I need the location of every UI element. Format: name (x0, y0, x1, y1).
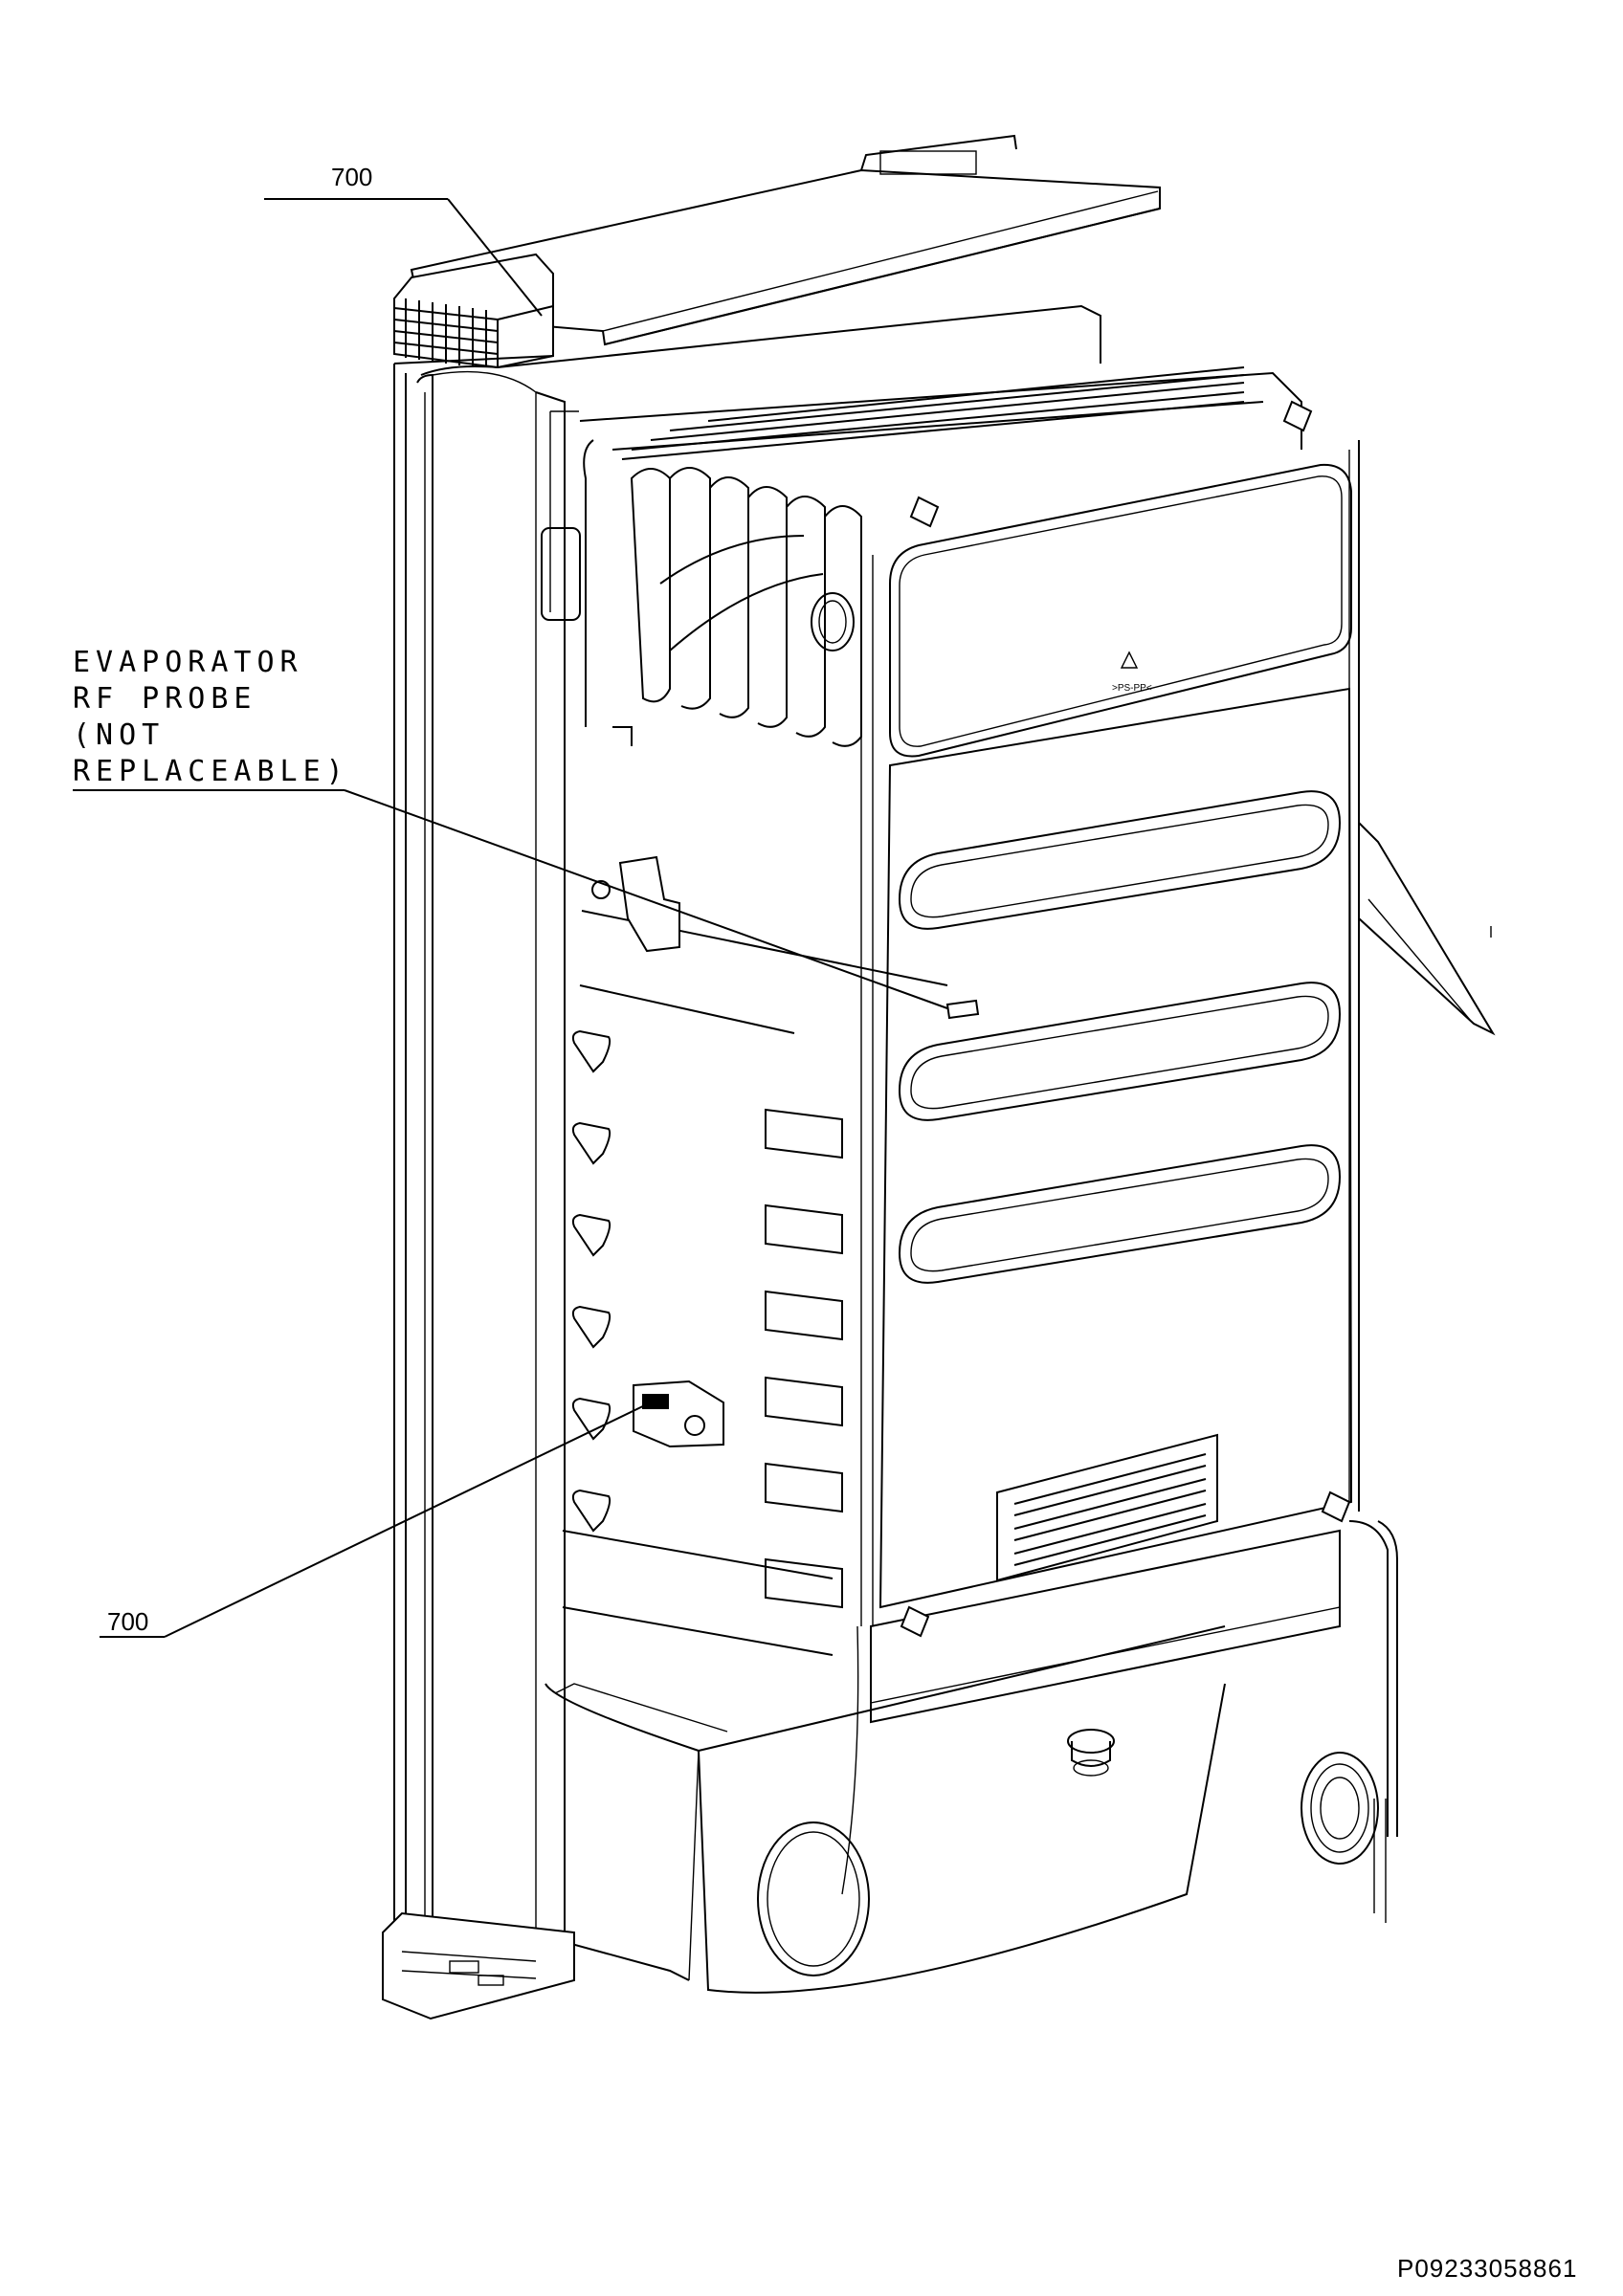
tube-clips (900, 400, 1351, 1638)
bottom-left-bracket (382, 1911, 575, 2020)
callout-700-top: 700 (331, 163, 373, 191)
cabinet-left-side (393, 355, 554, 1962)
probe-label-line-2: RF PROBE (73, 682, 257, 716)
door-shelf-brackets (765, 1108, 843, 1609)
probe-label-line-3: (NOT (73, 718, 166, 752)
probe-label: EVAPORATOR RF PROBE (NOT REPLACEABLE) (73, 645, 349, 790)
evaporator-top-plate: >PS-PP< (889, 463, 1352, 758)
rf-probe-bracket (591, 855, 980, 1020)
probe-label-line-1: EVAPORATOR (73, 646, 303, 679)
shelf-supports (571, 1029, 611, 1533)
document-number: P09233058861 (1397, 2254, 1578, 2283)
refrigerator-main-panel (878, 687, 1353, 1609)
refrigerant-tubing (841, 440, 1398, 1923)
top-left-bracket (393, 253, 554, 369)
callout-700-bottom: 700 (107, 1607, 149, 1636)
lower-bracket-700 (633, 1380, 724, 1448)
door-edge-panel (1358, 820, 1496, 1036)
base-compartment (545, 1625, 1226, 1994)
probe-label-line-4: REPLACEABLE) (73, 755, 349, 788)
cabinet-back-shell (420, 304, 1101, 1981)
leader-lines (73, 198, 948, 1638)
svg-text:>PS-PP<: >PS-PP< (1112, 683, 1152, 694)
